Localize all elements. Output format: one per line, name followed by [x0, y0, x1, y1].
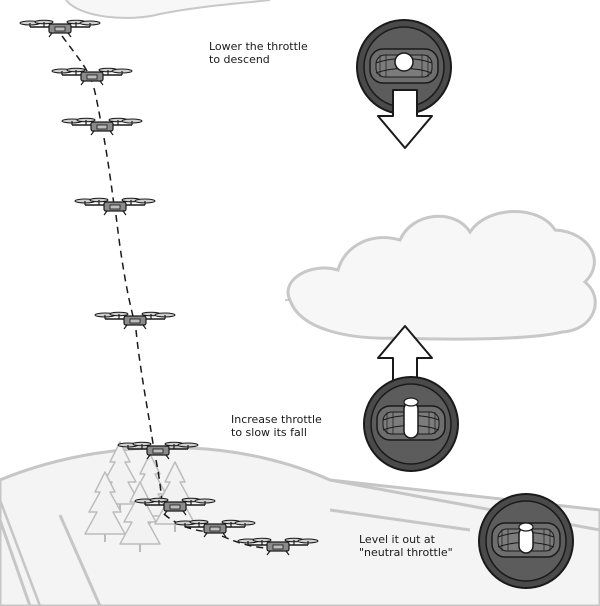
drone-icon	[61, 117, 143, 136]
controller-icon	[356, 19, 452, 115]
cloud-icon	[286, 210, 597, 341]
step-lower-throttle-label: Lower the throttle to descend	[209, 40, 308, 66]
step-neutral-throttle-label: Level it out at "neutral throttle"	[359, 533, 453, 559]
step-line: Increase throttle	[231, 413, 322, 426]
arrow-down-icon	[377, 89, 433, 149]
drone-icon	[74, 197, 156, 216]
flight-path	[61, 35, 271, 549]
step-increase-throttle-label: Increase throttle to slow its fall	[231, 413, 322, 439]
drone-icon	[19, 19, 101, 38]
step-line: "neutral throttle"	[359, 546, 453, 559]
drone-icon	[51, 67, 133, 86]
controller-icon	[478, 493, 574, 589]
step-line: to descend	[209, 53, 270, 66]
road	[0, 478, 600, 606]
step-line: to slow its fall	[231, 426, 307, 439]
drone-icon	[94, 311, 176, 330]
step-line: Lower the throttle	[209, 40, 308, 53]
top-cloud	[65, 0, 271, 19]
controller-icon	[363, 376, 459, 472]
step-line: Level it out at	[359, 533, 435, 546]
